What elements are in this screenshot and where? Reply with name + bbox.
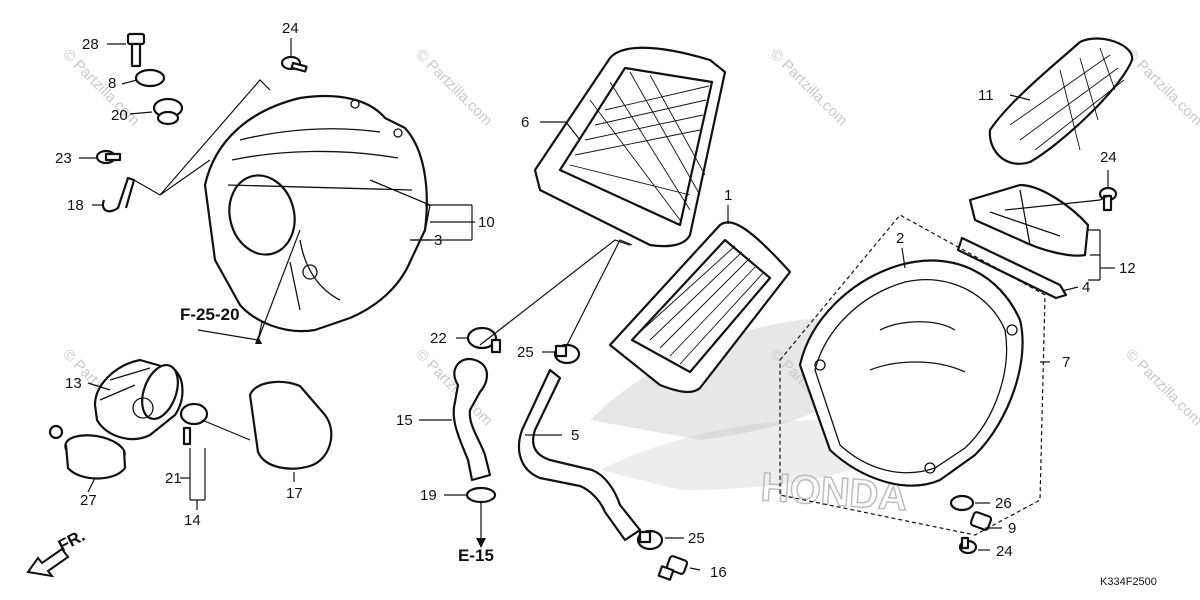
callout-13: 13 (65, 375, 82, 392)
leader-lines (79, 38, 1115, 571)
tube-15 (452, 357, 492, 482)
clip-25-upper (553, 343, 581, 365)
watermark-text: © Partzilla.com (1122, 346, 1200, 429)
callout-27: 27 (80, 492, 97, 509)
band-27 (48, 424, 127, 480)
callout-11: 11 (978, 87, 994, 104)
callout-8: 8 (108, 75, 116, 92)
callout-5: 5 (571, 427, 579, 444)
callout-16: 16 (710, 564, 727, 581)
callout-24: 24 (1100, 149, 1117, 166)
grommet-20 (152, 97, 184, 126)
clamp-21 (179, 402, 209, 446)
drain-plug-16 (657, 555, 689, 581)
washer-8 (134, 68, 166, 88)
honda-logo-watermark: HONDA (590, 319, 910, 520)
callout-3: 3 (434, 232, 442, 249)
clip-22 (466, 326, 502, 354)
callout-2: 2 (896, 230, 904, 247)
callout-28: 28 (82, 36, 99, 53)
callout-20: 20 (111, 107, 128, 124)
watermark-text: © Partzilla.com (767, 46, 850, 129)
inlet-cover-12 (968, 183, 1090, 257)
intake-duct-17 (248, 380, 333, 470)
callout-17: 17 (286, 485, 303, 502)
watermark-text: © Partzilla.com (1122, 46, 1200, 129)
air-cleaner-element-1 (608, 221, 792, 394)
reference-f-25-20: F-25-20 (180, 305, 240, 324)
bolt-28 (126, 32, 146, 68)
callout-19: 19 (420, 487, 437, 504)
arrow-e15 (476, 538, 486, 548)
callout-22: 22 (430, 330, 447, 347)
callout-12: 12 (1119, 260, 1136, 277)
clip-25-lower (636, 529, 664, 551)
callout-24: 24 (282, 20, 299, 37)
reference-e-15: E-15 (458, 546, 494, 565)
callout-18: 18 (67, 197, 84, 214)
callout-26: 26 (995, 495, 1012, 512)
callout-25: 25 (517, 344, 534, 361)
air-funnel-11 (988, 37, 1134, 165)
cap-9 (969, 511, 993, 531)
clip-18 (101, 176, 136, 213)
air-cleaner-housing-upper (203, 94, 431, 333)
clip-26 (949, 494, 975, 512)
callout-24: 24 (996, 543, 1013, 560)
callout-numbers: 28 8 20 23 18 24 10 3 6 1 2 4 12 7 24 11… (55, 20, 1136, 581)
clip-19 (465, 486, 497, 504)
inlet-joint-13 (93, 358, 184, 440)
callout-7: 7 (1062, 354, 1070, 371)
front-direction-arrow: FR. (26, 526, 88, 578)
tube-5 (517, 368, 642, 542)
screw-24-top (280, 55, 308, 73)
element-case-6 (533, 46, 727, 248)
callout-15: 15 (396, 412, 413, 429)
air-cleaner-case-2 (798, 259, 1024, 487)
diagram-code: K334F2500 (1100, 576, 1157, 588)
callout-4: 4 (1082, 279, 1090, 296)
callout-14: 14 (184, 512, 201, 529)
callout-10: 10 (478, 214, 495, 231)
callout-25: 25 (688, 530, 705, 547)
screw-24-bottom (958, 536, 978, 555)
callout-1: 1 (724, 187, 732, 204)
callout-21: 21 (165, 470, 182, 487)
watermark-text: © Partzilla.com (59, 46, 142, 129)
arrow-f2520 (255, 336, 262, 344)
callout-6: 6 (521, 114, 529, 131)
watermark-text: © Partzilla.com (412, 46, 495, 129)
screw-23 (95, 149, 122, 165)
callout-23: 23 (55, 150, 72, 167)
callout-9: 9 (1008, 520, 1016, 537)
